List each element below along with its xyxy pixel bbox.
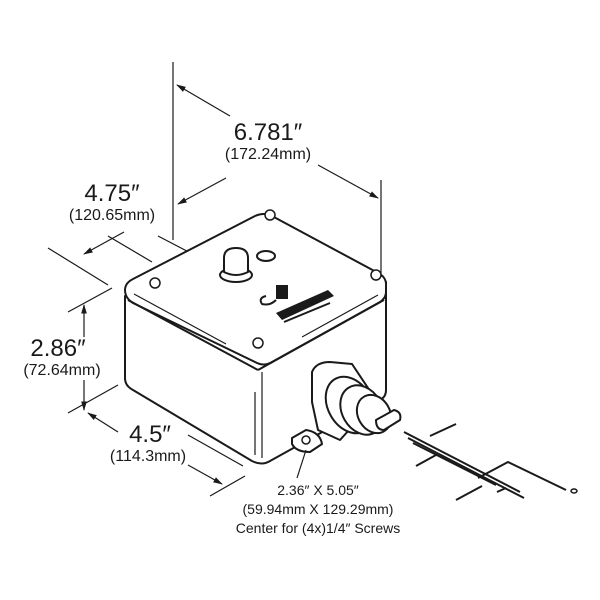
depth-inches: 4.5″ (129, 421, 171, 448)
depth-mm: (114.3mm) (110, 448, 186, 465)
enclosure-box (124, 209, 387, 465)
width-inches: 4.75″ (84, 180, 140, 207)
screw-icons (149, 209, 382, 349)
push-button-icon (256, 250, 276, 262)
note-leader-line (296, 449, 307, 479)
mounting-note-line2: (59.94mm X 129.29mm) (243, 501, 394, 517)
mounting-tab (291, 429, 323, 453)
length-inches: 6.781″ (234, 119, 303, 146)
height-mm: (72.64mm) (23, 362, 100, 379)
height-inches: 2.86″ (30, 335, 86, 362)
led-indicator-icon (219, 247, 253, 283)
cable-gland-icon (311, 361, 402, 441)
length-mm: (172.24mm) (225, 146, 311, 163)
wire-leads-icon (403, 423, 578, 501)
mounting-note-line1: 2.36″ X 5.05″ (277, 482, 359, 498)
logo-label-icon (259, 285, 334, 323)
mounting-note-line3: Center for (4x)1/4″ Screws (236, 520, 400, 536)
width-mm: (120.65mm) (69, 207, 155, 224)
